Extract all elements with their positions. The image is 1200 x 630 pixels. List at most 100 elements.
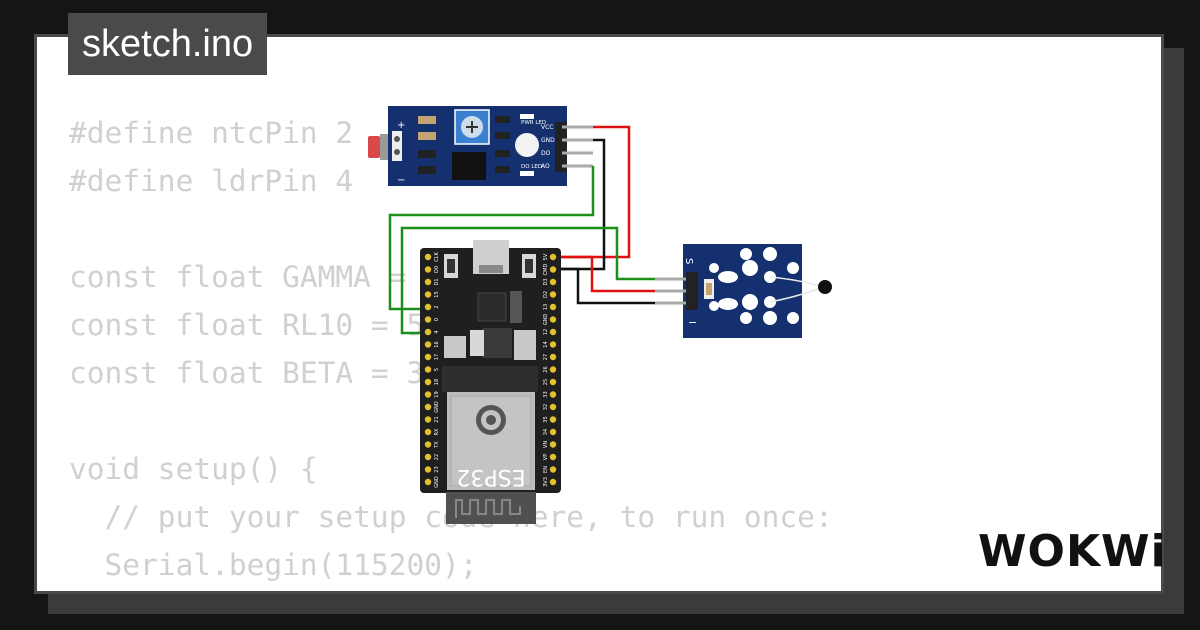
pin-label: VP [543,454,549,460]
ldr-pin-ao: AO [541,163,550,170]
header-pin[interactable] [549,378,557,386]
pin-label: 0 [434,318,440,321]
pin-label: GND [543,314,549,326]
pin-label: 34 [543,429,549,435]
header-pin[interactable] [424,341,432,348]
header-pin[interactable] [424,353,432,361]
pin-label: D2 [543,291,549,298]
header-pin[interactable] [424,453,432,461]
header-pin[interactable] [549,453,557,461]
ntc-sensor-module[interactable]: S − [655,244,832,338]
ldr-pin-gnd: GND [541,137,555,144]
wokwi-logo: WOKWi [978,526,1167,577]
header-pin[interactable] [549,416,557,423]
pin-label: 25 [543,379,549,385]
pin-label: 4 [434,330,440,333]
header-pin[interactable] [424,466,432,473]
esp32-right-header: 5VCMDD3D213GND121427262533323534VNVPEN3V… [543,253,557,487]
header-pin[interactable] [424,253,432,261]
header-pin[interactable] [549,403,557,411]
pin-label: D0 [434,266,440,273]
header-pin[interactable] [424,478,432,486]
pin-label: 12 [543,329,549,335]
header-pin[interactable] [549,428,557,436]
header-pin[interactable] [424,416,432,423]
photoresistor [368,136,380,158]
header-pin[interactable] [549,391,557,398]
esp32-board[interactable]: ESP32 CLKD0D115204161751819GND21RXTX2223… [420,240,561,524]
wire-ntc-signal [400,226,692,335]
pin-label: 14 [543,341,549,347]
header-pin[interactable] [549,328,557,336]
file-tab[interactable]: sketch.ino [68,13,268,75]
ntc-signal-label: S [683,258,694,264]
code-view: #define ntcPin 2 #define ldrPin 4 const … [69,109,833,591]
wire-ntc-gnd [556,267,692,305]
header-pin[interactable] [549,278,557,286]
pin-label: 2 [434,305,440,308]
header-pin[interactable] [424,278,432,286]
pin-label: 17 [434,354,440,360]
wire-ldr-gnd [556,138,606,271]
pin-label: TX [434,441,440,449]
header-pin[interactable] [424,403,432,411]
header-pin[interactable] [424,428,432,436]
pin-label: 19 [434,391,440,397]
do-led-label: DO LED [521,164,542,170]
pin-label: 3V3 [543,477,549,487]
header-pin[interactable] [424,303,432,311]
led-indicator [515,133,539,157]
pin-label: 22 [434,454,440,460]
header-pin[interactable] [424,366,432,373]
header-pin[interactable] [424,316,432,323]
pin-label: 26 [543,366,549,372]
header-pin[interactable] [424,441,432,448]
wires [388,125,692,335]
pin-label: 16 [434,341,440,347]
pin-label: EN [543,466,549,473]
header-pin[interactable] [549,366,557,373]
pin-label: 5V [543,253,549,260]
ldr-sensor-module[interactable]: + − PWR LED DO LED VCC GND DO AO [368,106,593,186]
code-line: #define ldrPin 4 [69,164,354,198]
ldr-plus-label: + [397,120,405,131]
pin-label: 21 [434,416,440,422]
pin-label: 35 [543,416,549,422]
header-pin[interactable] [424,391,432,398]
header-pin[interactable] [549,478,557,486]
pin-label: CMD [543,264,549,276]
wire-ldr-ao [388,166,595,311]
pin-label: GND [434,401,440,413]
header-pin[interactable] [424,328,432,336]
pin-label: VN [543,441,549,448]
header-pin[interactable] [549,316,557,323]
header-pin[interactable] [549,441,557,448]
header-pin[interactable] [549,466,557,473]
code-line: // put your setup code here, to run once… [104,500,833,534]
pin-label: 32 [543,404,549,410]
header-pin[interactable] [549,353,557,361]
header-pin[interactable] [549,303,557,311]
header-pin[interactable] [424,291,432,298]
header-pin[interactable] [549,266,557,273]
pin-label: 13 [543,304,549,310]
pin-label: D1 [434,278,440,285]
header-pin[interactable] [424,378,432,386]
header-pin[interactable] [549,253,557,261]
pin-label: 15 [434,291,440,297]
header-pin[interactable] [549,291,557,298]
code-line: Serial.begin(115200); [69,548,478,582]
esp32-chip-label: ESP32 [456,464,525,489]
pin-label: D3 [543,278,549,285]
pwr-led-label: PWR LED [521,120,546,126]
wire-ntc-vcc [556,255,692,293]
header-pin[interactable] [424,266,432,273]
header-pin[interactable] [549,341,557,348]
code-line: #define ntcPin 2 [69,116,354,150]
pin-label: 27 [543,354,549,360]
pin-label: GND [434,476,440,488]
pin-label: 18 [434,379,440,385]
ldr-pin-vcc: VCC [541,124,553,131]
